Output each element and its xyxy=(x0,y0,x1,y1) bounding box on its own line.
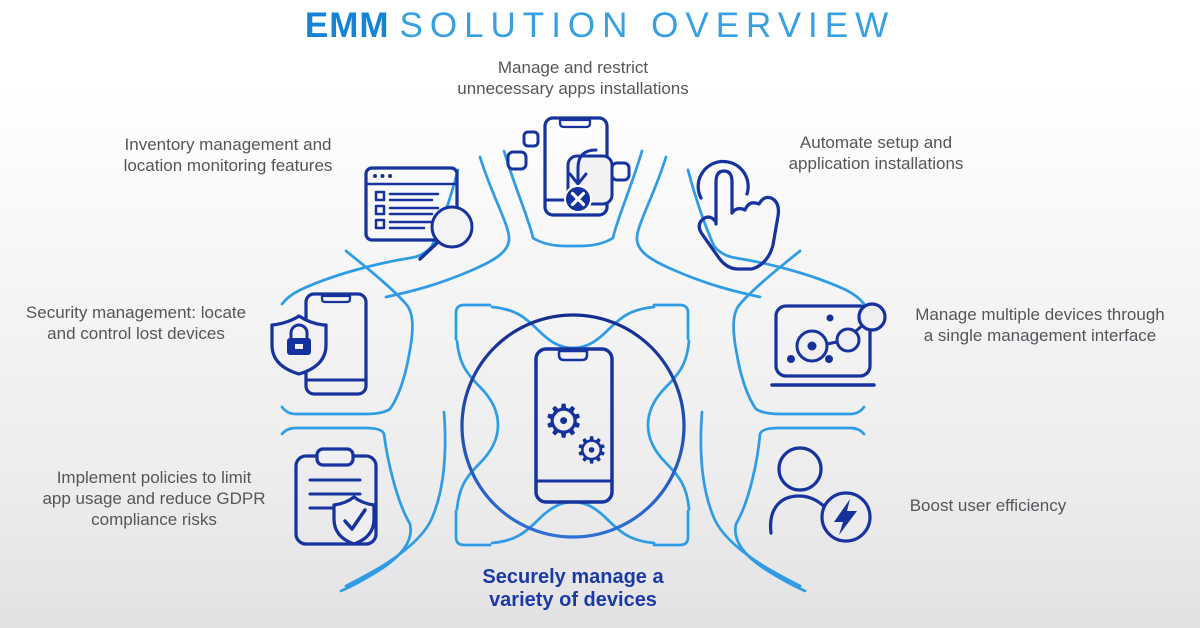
center-caption: Securely manage a variety of devices xyxy=(482,566,664,611)
tap-hand-icon xyxy=(696,159,781,271)
gear-icon: ⚙ xyxy=(543,394,584,448)
curve-bottom-left xyxy=(344,410,447,588)
title-brand: EMM xyxy=(304,6,390,45)
bolt-icon xyxy=(834,499,857,535)
inventory-search-icon xyxy=(364,166,474,261)
curve-ur-inner xyxy=(635,155,762,299)
magnifier-icon xyxy=(430,205,474,249)
curve-multidevice-cell xyxy=(732,249,866,416)
phone-shield-lock-icon xyxy=(270,292,368,396)
label-multi-device: Manage multiple devices through a single… xyxy=(915,305,1165,345)
user-body xyxy=(768,494,830,535)
title-rest: SOLUTION OVERVIEW xyxy=(399,6,896,45)
pinch-top xyxy=(490,305,656,350)
curve-bottom-right xyxy=(699,410,802,588)
phone-block-install-icon xyxy=(506,116,631,217)
bracket-top-right xyxy=(652,303,690,341)
gear-icon: ⚙ xyxy=(575,429,608,472)
label-efficiency: Boost user efficiency xyxy=(909,496,1067,515)
curve-ul-inner xyxy=(384,155,511,299)
curve-security-cell xyxy=(280,249,414,416)
label-manage-apps: Manage and restrict unnecessary apps ins… xyxy=(457,58,689,98)
label-policies: Implement policies to limit app usage an… xyxy=(42,468,266,529)
pinch-right xyxy=(646,339,691,511)
bracket-top-left xyxy=(454,303,492,341)
smartphone-gears-icon xyxy=(534,347,614,504)
shield-check-icon xyxy=(332,495,376,546)
tap-arc xyxy=(696,159,750,200)
label-security: Security management: locate and control … xyxy=(25,303,247,343)
user-bolt-icon xyxy=(768,446,872,543)
bracket-bottom-left xyxy=(454,509,492,547)
bracket-bottom-right xyxy=(652,509,690,547)
center-circle xyxy=(460,313,686,539)
curve-efficiency-cell xyxy=(733,426,866,593)
clipboard-shield-check-icon xyxy=(294,447,378,546)
lock-icon xyxy=(289,323,309,340)
console-network-icon xyxy=(770,302,887,387)
connector-curves xyxy=(280,149,866,593)
curve-policies-cell xyxy=(280,426,413,593)
pinch-left xyxy=(455,339,500,511)
check-icon xyxy=(343,508,367,531)
user-head xyxy=(777,446,823,492)
center-hub: ⚙ ⚙ xyxy=(460,313,686,539)
label-inventory: Inventory management and location monito… xyxy=(123,135,333,175)
curve-ur-outer xyxy=(686,168,866,306)
curve-top-cell xyxy=(502,149,644,248)
label-automate: Automate setup and application installat… xyxy=(788,133,964,173)
